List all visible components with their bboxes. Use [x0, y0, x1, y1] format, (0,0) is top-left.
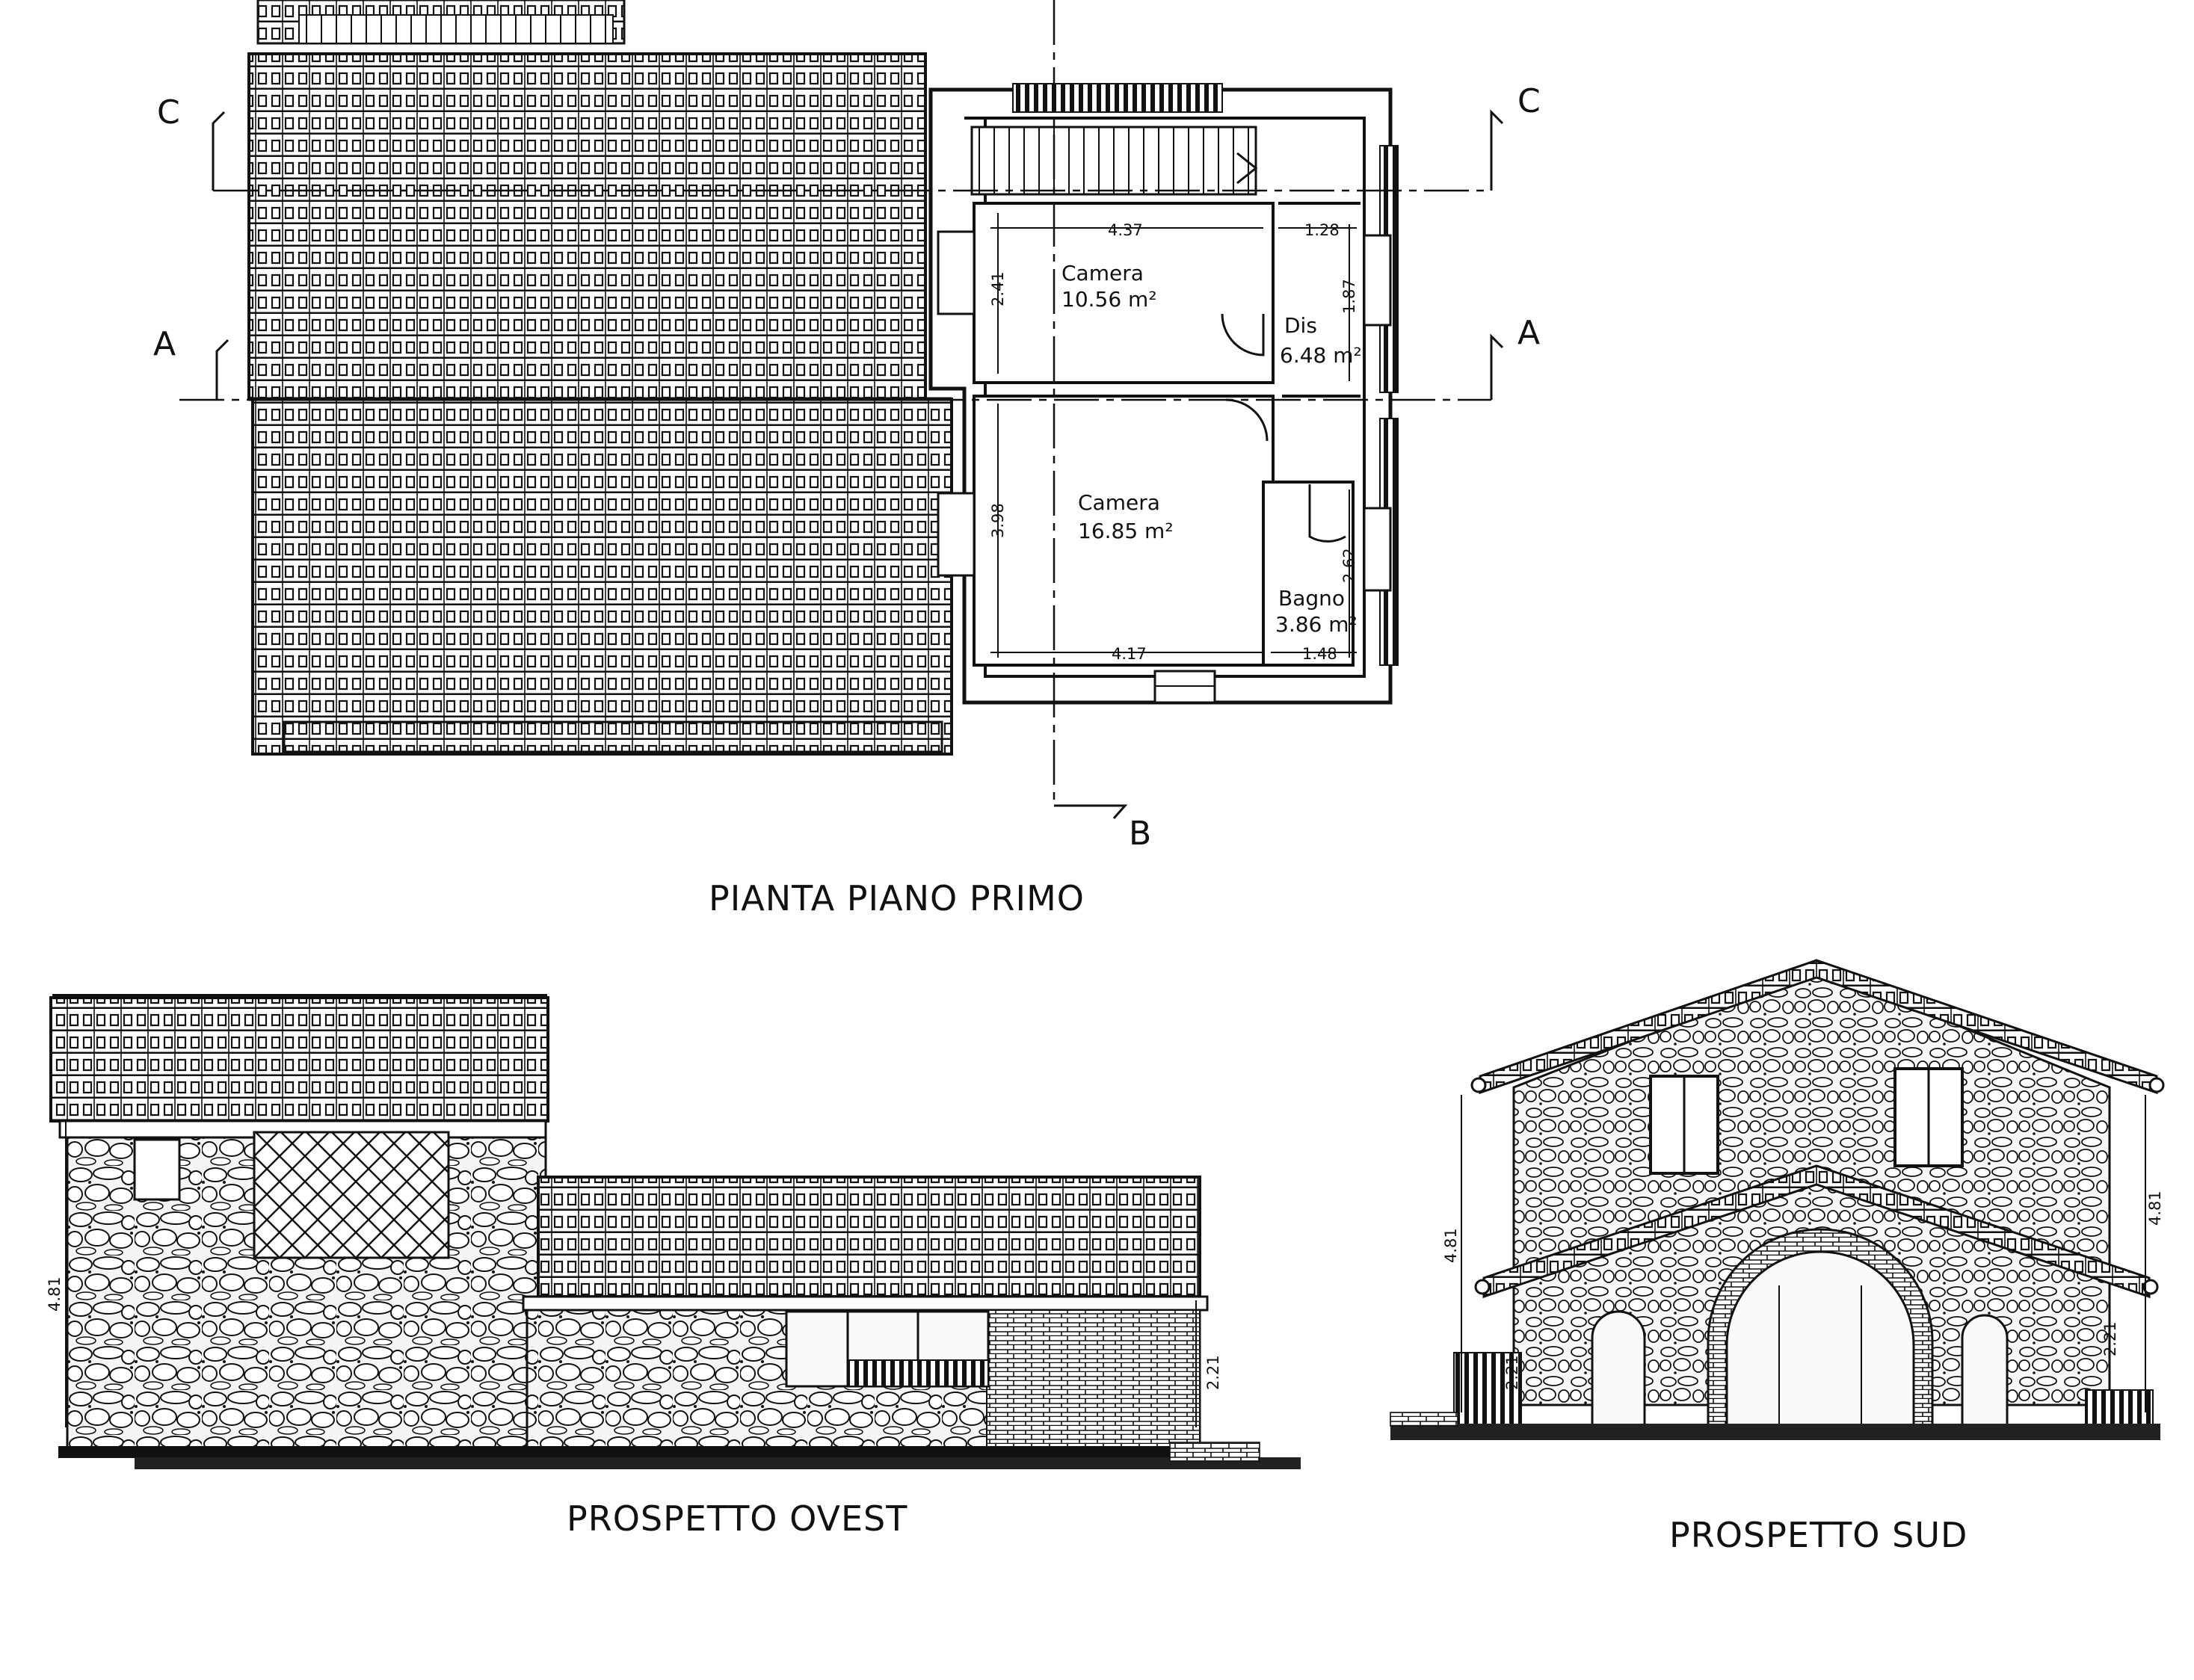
west-elevation-title: PROSPETTO OVEST — [567, 1498, 908, 1539]
section-lines — [179, 0, 1504, 819]
elevation-west: 4.81 2.21 PROSPETTO OVEST — [46, 994, 1301, 1539]
plan-title: PIANTA PIANO PRIMO — [709, 878, 1085, 918]
south-dim-height-left: 4.81 — [1442, 1228, 1460, 1263]
dim-bottom-width-2: 1.48 — [1302, 645, 1337, 663]
south-dim-low-right: 2.21 — [2101, 1321, 2119, 1356]
plan-dimensions: 4.37 1.28 4.17 1.48 2.41 3.98 1.87 2.62 — [989, 221, 1358, 663]
top-roof-fragment — [256, 0, 626, 45]
room-name-camera-2: Camera — [1078, 490, 1160, 515]
elevation-south: 4.81 4.81 2.21 2.21 PROSPETTO SUD — [1390, 959, 2165, 1555]
dim-left-height-2: 3.98 — [989, 503, 1007, 538]
dim-right-height-2: 2.62 — [1340, 548, 1358, 583]
south-elevation-title: PROSPETTO SUD — [1669, 1515, 1967, 1555]
south-dim-height-right: 4.81 — [2146, 1190, 2164, 1226]
room-labels: Camera 10.56 m² Dis 6.48 m² Camera 16.85… — [1061, 261, 1362, 637]
section-label-a-left: A — [153, 325, 176, 363]
dim-bottom-width-1: 4.17 — [1112, 645, 1147, 663]
section-label-b: B — [1129, 815, 1151, 853]
room-area-bagno: 3.86 m² — [1275, 612, 1358, 637]
section-label-c-right: C — [1517, 82, 1541, 120]
plan-roof — [247, 52, 953, 756]
section-labels: C C A A B — [153, 82, 1541, 853]
floor-plan: C C A A B Camera 10.56 m² Dis 6.48 m² Ca… — [153, 0, 1541, 918]
room-area-dis: 6.48 m² — [1280, 343, 1362, 368]
south-dim-low-left: 2.21 — [1503, 1355, 1521, 1390]
room-area-camera-2: 16.85 m² — [1078, 519, 1174, 543]
plan-walls — [928, 83, 1399, 705]
room-name-bagno: Bagno — [1278, 586, 1345, 611]
dim-top-width-1: 4.37 — [1108, 221, 1143, 239]
west-dim-low: 2.21 — [1204, 1355, 1222, 1390]
dim-top-width-2: 1.28 — [1304, 221, 1340, 239]
section-label-a-right: A — [1517, 314, 1540, 352]
room-area-camera-1: 10.56 m² — [1061, 287, 1157, 312]
room-name-camera-1: Camera — [1061, 261, 1144, 285]
dim-left-height-1: 2.41 — [989, 271, 1007, 306]
west-dim-height: 4.81 — [46, 1276, 64, 1312]
dim-right-height-1: 1.87 — [1340, 279, 1358, 314]
section-label-c-left: C — [157, 93, 180, 132]
room-name-dis: Dis — [1284, 313, 1317, 338]
